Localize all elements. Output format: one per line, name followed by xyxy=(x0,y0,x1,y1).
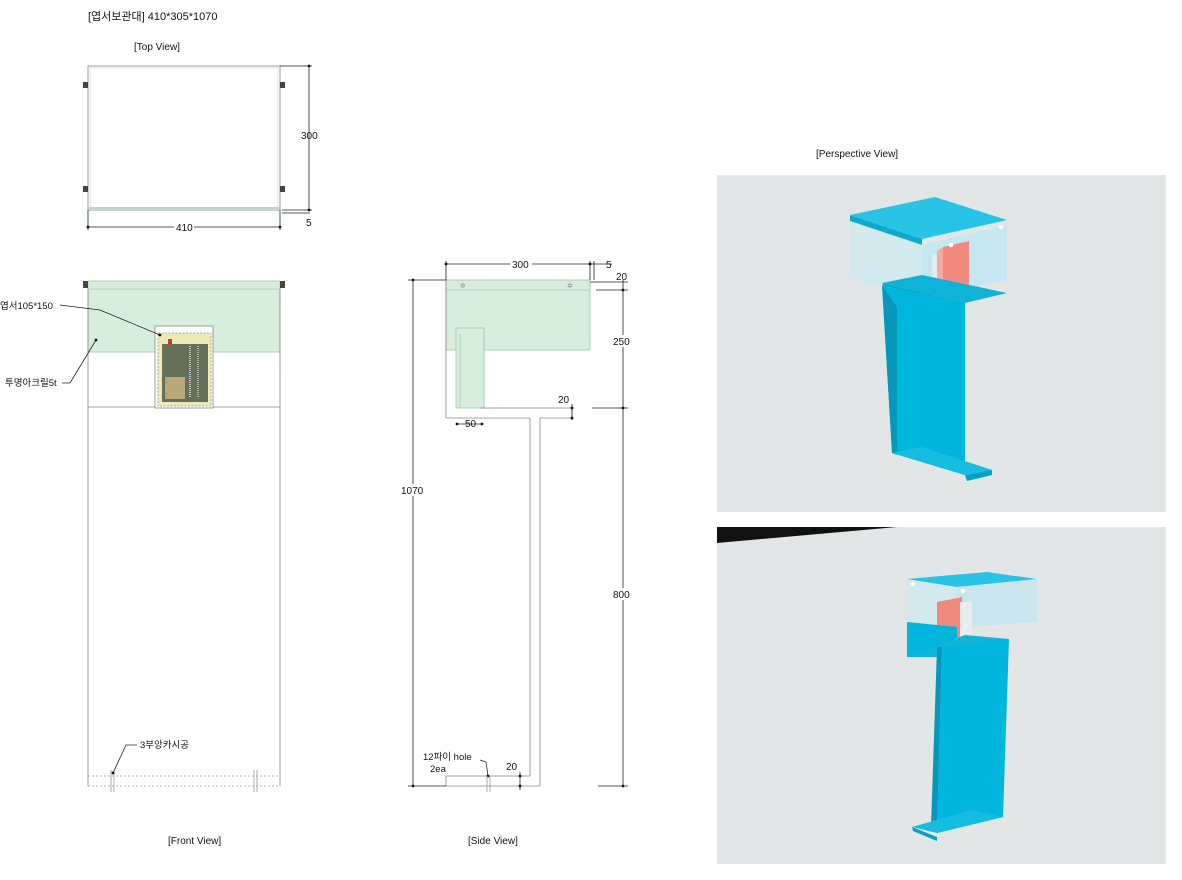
front-view-label: [Front View] xyxy=(168,836,222,847)
side-dim-base: 20 xyxy=(506,762,518,773)
front-view xyxy=(59,280,285,792)
top-dim-thickness: 5 xyxy=(306,218,312,229)
side-dim-stand-height: 800 xyxy=(613,590,630,601)
side-dim-top-depth: 300 xyxy=(512,260,529,271)
top-view-label: [Top View] xyxy=(134,42,180,53)
top-dim-width: 410 xyxy=(176,223,193,234)
hole-annotation-1: 12파이 hole xyxy=(423,752,472,763)
svg-text:✲: ✲ xyxy=(567,282,573,290)
side-dim-box-height: 250 xyxy=(613,337,630,348)
perspective-view-label: [Perspective View] xyxy=(816,149,899,160)
side-dim-shelf: 20 xyxy=(558,395,570,406)
pipe-annotation: 3부앙카시공 xyxy=(140,739,189,751)
technical-drawing: 300 410 5 엽서105*150 투명아크 xyxy=(0,64,631,792)
hole-annotation-2: 2ea xyxy=(430,764,447,775)
drawing-title: [엽서보관대] 410*305*1070 xyxy=(88,11,218,23)
svg-text:✲: ✲ xyxy=(460,282,466,290)
perspective-render-2 xyxy=(717,527,1166,864)
top-dim-height: 300 xyxy=(301,131,318,142)
side-dim-slot: 50 xyxy=(465,419,477,430)
side-view-label: [Side View] xyxy=(468,836,518,847)
top-view xyxy=(83,64,312,230)
side-dim-top-thick: 5 xyxy=(606,260,612,271)
postcard-annotation: 엽서105*150 xyxy=(0,301,53,312)
acrylic-annotation: 투명아크릴5t xyxy=(5,378,57,389)
side-view: ✲ ✲ xyxy=(408,261,628,792)
perspective-render-1 xyxy=(717,175,1166,512)
side-dim-top-gap: 20 xyxy=(616,272,628,283)
side-dim-total-height: 1070 xyxy=(401,486,424,497)
